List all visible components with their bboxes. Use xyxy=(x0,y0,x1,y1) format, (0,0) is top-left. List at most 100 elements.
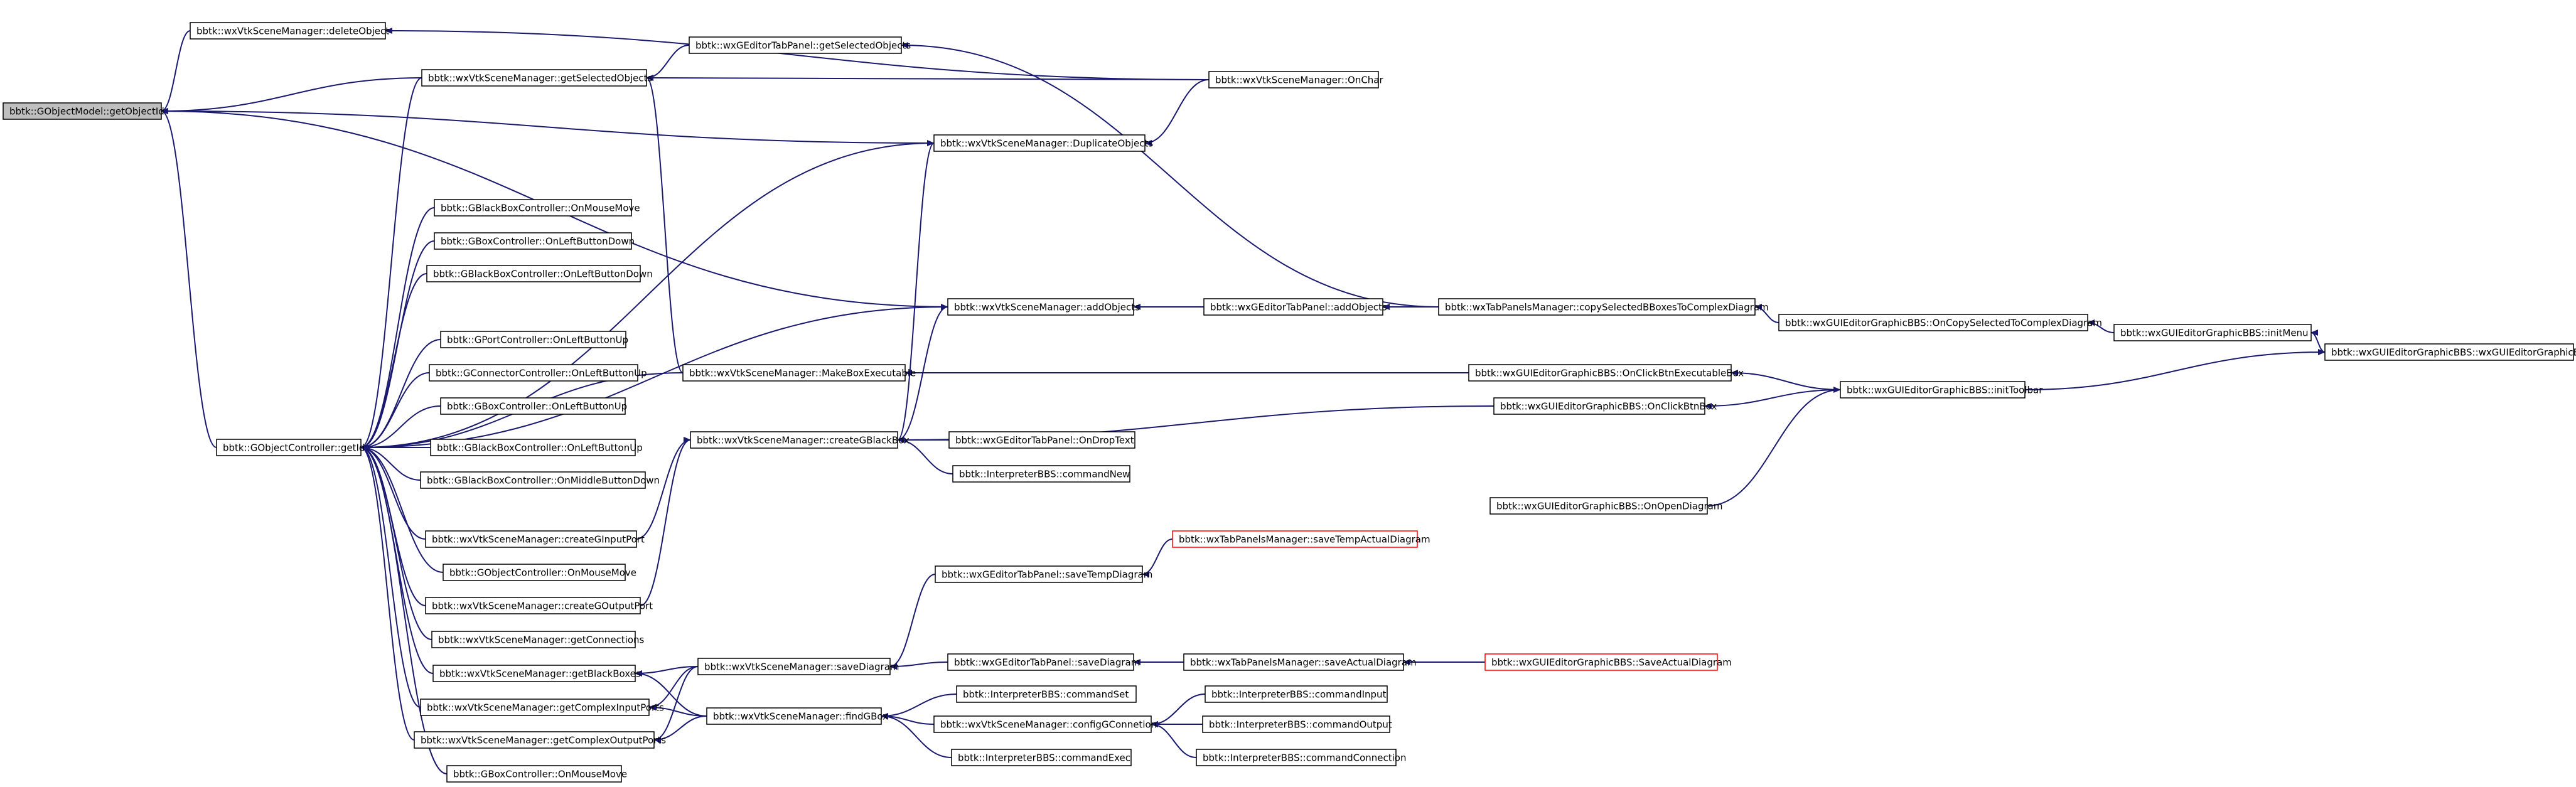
function-node-label: bbtk::wxGUIEditorGraphicBBS::wxGUIEditor… xyxy=(2331,347,2576,358)
call-edge-n43-to-n46 xyxy=(653,715,707,743)
function-node[interactable]: bbtk::wxVtkSceneManager::configGConnetio… xyxy=(933,715,1157,733)
function-node-box xyxy=(951,749,1132,766)
function-node[interactable]: bbtk::GBlackBoxController::OnMouseMove xyxy=(434,199,640,217)
function-node-label: bbtk::wxVtkSceneManager::addObjects xyxy=(954,302,1140,313)
function-node-box xyxy=(2324,343,2574,361)
function-node[interactable]: bbtk::wxVtkSceneManager::createGOutputPo… xyxy=(425,597,653,614)
call-edge-n8-to-n22 xyxy=(360,273,427,451)
function-node-box xyxy=(956,685,1137,703)
function-node[interactable]: bbtk::wxVtkSceneManager::MakeBoxExecutab… xyxy=(682,364,916,382)
function-node-box xyxy=(420,471,646,489)
function-node[interactable]: bbtk::wxGEditorTabPanel::getSelectedObje… xyxy=(689,36,911,54)
function-node[interactable]: bbtk::wxGEditorTabPanel::saveDiagram xyxy=(947,653,1140,671)
function-node[interactable]: bbtk::GBoxController::OnLeftButtonUp xyxy=(440,397,627,415)
function-node[interactable]: bbtk::wxGUIEditorGraphicBBS::OnCopySelec… xyxy=(1778,314,2102,331)
function-node-box xyxy=(689,36,902,54)
function-node[interactable]: bbtk::InterpreterBBS::commandExec xyxy=(951,749,1132,766)
function-node[interactable]: bbtk::InterpreterBBS::commandSet xyxy=(956,685,1137,703)
function-node-box xyxy=(1840,381,2026,399)
function-node[interactable]: bbtk::GBlackBoxController::OnMiddleButto… xyxy=(420,471,660,489)
call-edge-n43-to-n38 xyxy=(635,670,707,717)
call-edge-n14-to-n13 xyxy=(2310,329,2326,353)
function-node-box xyxy=(425,597,641,614)
call-edge-n11-to-n3 xyxy=(901,42,1439,308)
call-edge-n42-to-n22 xyxy=(360,444,421,708)
function-node[interactable]: bbtk::wxGEditorTabPanel::addObjects xyxy=(1203,298,1387,316)
function-node[interactable]: bbtk::InterpreterBBS::commandInput xyxy=(1205,685,1388,703)
call-edge-n4-to-n1 xyxy=(385,28,1210,80)
call-edge-n23-to-n5 xyxy=(897,140,935,441)
function-node-box xyxy=(947,653,1134,671)
function-node[interactable]: bbtk::wxVtkSceneManager::saveDiagram xyxy=(697,658,899,675)
call-edge-n12-to-n11 xyxy=(1754,304,1779,323)
function-node-label: bbtk::wxVtkSceneManager::getBlackBoxes xyxy=(439,668,641,680)
function-node[interactable]: bbtk::wxVtkSceneManager::getComplexOutpu… xyxy=(414,731,666,749)
function-node-box xyxy=(446,765,622,783)
function-node[interactable]: bbtk::wxVtkSceneManager::DuplicateObject… xyxy=(933,134,1153,152)
function-node[interactable]: bbtk::GPortController::OnLeftButtonUp xyxy=(440,331,628,348)
function-node[interactable]: bbtk::GObjectController::OnMouseMove xyxy=(443,564,636,581)
function-node[interactable]: bbtk::GConnectorController::OnLeftButton… xyxy=(429,364,647,382)
function-node[interactable]: bbtk::wxVtkSceneManager::deleteObject xyxy=(190,22,389,40)
function-node-label: bbtk::wxVtkSceneManager::findGBox xyxy=(713,711,888,722)
function-node[interactable]: bbtk::wxVtkSceneManager::getSelectedObje… xyxy=(421,69,653,87)
function-node[interactable]: bbtk::wxGUIEditorGraphicBBS::SaveActualD… xyxy=(1484,653,1732,671)
function-node[interactable]: bbtk::InterpreterBBS::commandConnection xyxy=(1196,749,1406,766)
function-node[interactable]: bbtk::wxVtkSceneManager::getBlackBoxes xyxy=(432,665,641,682)
function-node-label: bbtk::wxGUIEditorGraphicBBS::initToolbar xyxy=(1847,385,2043,396)
function-node[interactable]: bbtk::wxVtkSceneManager::findGBox xyxy=(706,707,888,725)
function-node[interactable]: bbtk::wxGUIEditorGraphicBBS::OnClickBtnE… xyxy=(1468,364,1744,382)
function-node[interactable]: bbtk::wxGUIEditorGraphicBBS::wxGUIEditor… xyxy=(2324,343,2576,361)
call-edge-n29-to-n23 xyxy=(636,437,691,540)
function-node[interactable]: bbtk::GBoxController::OnLeftButtonDown xyxy=(434,232,635,250)
call-edge-n39-to-n42 xyxy=(648,666,699,710)
call-edge-n18-to-n22 xyxy=(360,372,430,451)
function-node-label: bbtk::wxGUIEditorGraphicBBS::OnOpenDiagr… xyxy=(1496,501,1722,512)
function-node[interactable]: bbtk::wxTabPanelsManager::copySelectedBB… xyxy=(1438,298,1769,316)
function-node[interactable]: bbtk::wxVtkSceneManager::OnChar xyxy=(1208,71,1384,88)
function-node[interactable]: bbtk::wxGEditorTabPanel::saveTempDiagram xyxy=(935,565,1152,583)
function-node[interactable]: bbtk::wxVtkSceneManager::getComplexInput… xyxy=(420,699,664,716)
function-node[interactable]: bbtk::wxVtkSceneManager::addObjects xyxy=(947,298,1140,316)
call-edge-n28-to-n20 xyxy=(1707,387,1841,506)
call-nodes: bbtk::GObjectModel::getObjectIdbbtk::wxV… xyxy=(3,22,2576,783)
function-node-box xyxy=(2113,324,2312,341)
function-node[interactable]: bbtk::GBoxController::OnMouseMove xyxy=(446,765,627,783)
function-node-box xyxy=(1172,530,1418,548)
function-node-box xyxy=(952,465,1130,483)
function-node-box xyxy=(697,658,891,675)
function-node[interactable]: bbtk::wxGUIEditorGraphicBBS::initMenu xyxy=(2113,324,2312,341)
function-node-box xyxy=(933,134,1146,152)
function-node[interactable]: bbtk::wxGEditorTabPanel::OnDropText xyxy=(948,431,1135,449)
call-edge-n5-to-n0 xyxy=(161,108,935,144)
function-node-box xyxy=(430,439,636,456)
function-node-label: bbtk::GBlackBoxController::OnLeftButtonD… xyxy=(433,269,653,280)
function-node[interactable]: bbtk::wxGUIEditorGraphicBBS::initToolbar xyxy=(1840,381,2043,399)
function-node[interactable]: bbtk::wxGUIEditorGraphicBBS::OnOpenDiagr… xyxy=(1489,497,1722,515)
function-node-box xyxy=(440,397,626,415)
function-node[interactable]: bbtk::wxTabPanelsManager::saveActualDiag… xyxy=(1183,653,1417,671)
call-edge-n39-to-n38 xyxy=(635,666,699,677)
function-node[interactable]: bbtk::GBlackBoxController::OnLeftButtonU… xyxy=(430,439,643,456)
function-node-box xyxy=(1489,497,1708,515)
function-node[interactable]: bbtk::wxVtkSceneManager::createGInputPor… xyxy=(425,530,645,548)
function-node-label: bbtk::InterpreterBBS::commandConnection xyxy=(1203,752,1406,764)
function-node[interactable]: bbtk::wxGUIEditorGraphicBBS::OnClickBtnB… xyxy=(1493,397,1717,415)
function-node-label: bbtk::wxVtkSceneManager::configGConnetio… xyxy=(940,719,1157,731)
call-edge-n23-to-n9 xyxy=(897,304,948,441)
function-node[interactable]: bbtk::wxTabPanelsManager::saveTempActual… xyxy=(1172,530,1430,548)
function-node[interactable]: bbtk::wxVtkSceneManager::getConnections xyxy=(431,631,645,648)
function-node-box xyxy=(431,631,636,648)
call-edge-n31-to-n22 xyxy=(360,444,444,573)
function-node[interactable]: bbtk::InterpreterBBS::commandOutput xyxy=(1202,715,1392,733)
call-edge-n2-to-n22 xyxy=(360,77,422,451)
function-node[interactable]: bbtk::GObjectController::getId xyxy=(216,439,365,456)
call-edge-n43-to-n42 xyxy=(648,704,707,717)
function-node[interactable]: bbtk::wxVtkSceneManager::createGBlackBox xyxy=(690,431,910,449)
function-node[interactable]: bbtk::GObjectModel::getObjectId xyxy=(3,102,164,120)
function-node[interactable]: bbtk::GBlackBoxController::OnLeftButtonD… xyxy=(426,265,653,282)
function-node-box xyxy=(1202,715,1390,733)
function-node-label: bbtk::GObjectController::getId xyxy=(223,442,365,454)
function-node-label: bbtk::wxGUIEditorGraphicBBS::SaveActualD… xyxy=(1491,657,1732,668)
function-node[interactable]: bbtk::InterpreterBBS::commandNew xyxy=(952,465,1130,483)
